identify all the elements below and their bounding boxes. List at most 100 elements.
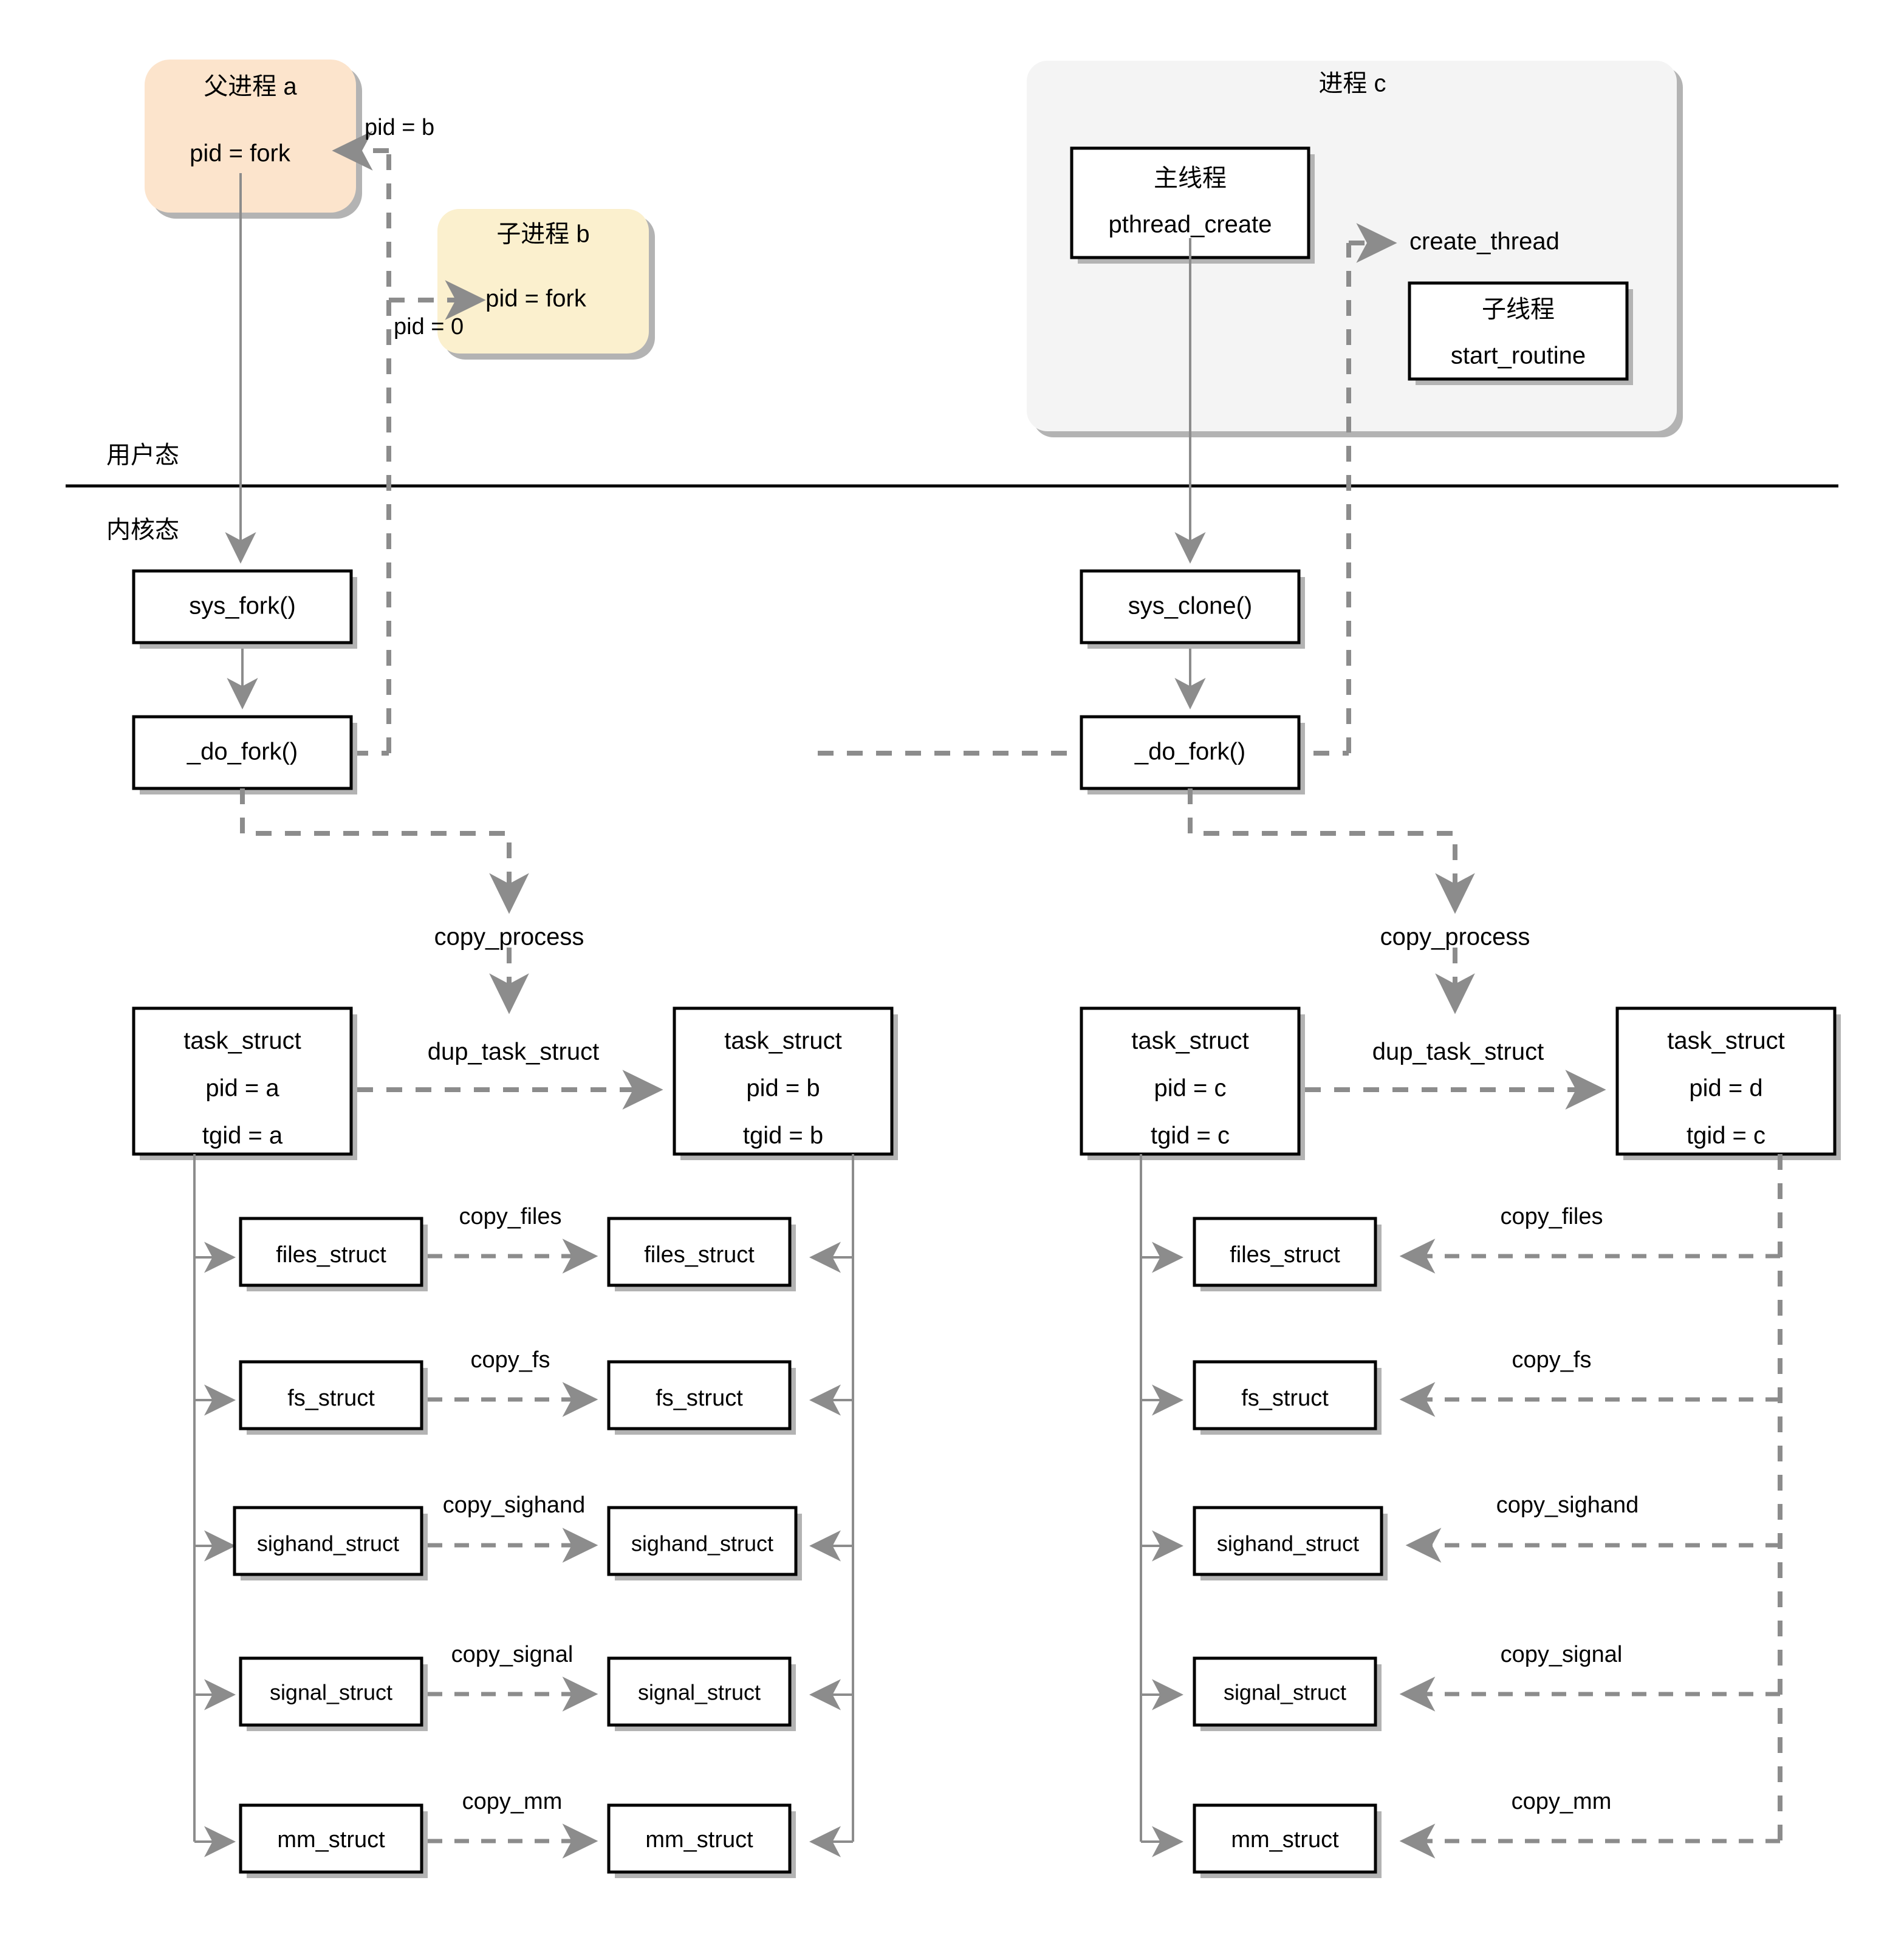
copy-signal-label-right: copy_signal <box>1501 1642 1623 1667</box>
task-struct-b-name: task_struct <box>724 1028 841 1054</box>
copy-process-path-left <box>240 788 529 1014</box>
task-struct-a-name: task_struct <box>183 1028 301 1054</box>
right-signal-struct-label: signal_struct <box>1224 1680 1346 1705</box>
left-files-struct-box-a[interactable] <box>239 1217 428 1291</box>
sys-fork-box-label: sys_fork() <box>189 593 296 620</box>
right-fs-struct-box[interactable] <box>1193 1360 1382 1435</box>
main-thread-title: 主线程 <box>1154 165 1227 192</box>
left-fs-struct-box-b[interactable] <box>607 1360 796 1435</box>
task-struct-c-box[interactable] <box>1080 1006 1305 1160</box>
copy-fs-label-left: copy_fs <box>471 1347 550 1373</box>
task-struct-a-spine <box>193 1154 236 1857</box>
right-mm-struct-box[interactable] <box>1193 1803 1382 1878</box>
user-mode-label: 用户态 <box>106 442 179 469</box>
left-files-struct-b-label: files_struct <box>644 1242 755 1268</box>
task-struct-d-name: task_struct <box>1667 1028 1784 1054</box>
copy-process-label-left: copy_process <box>434 924 584 951</box>
struct-row-right-0: files_struct copy_files <box>1193 1204 1780 1291</box>
left-sighand-struct-box-a[interactable] <box>233 1506 428 1580</box>
left-fs-struct-b-label: fs_struct <box>656 1386 743 1411</box>
right-files-struct-label: files_struct <box>1230 1242 1340 1268</box>
copy-mm-label-left: copy_mm <box>462 1789 563 1814</box>
task-struct-c-tgid: tgid = c <box>1151 1122 1230 1149</box>
left-files-struct-box-b[interactable] <box>607 1217 796 1291</box>
copy-mm-label-right: copy_mm <box>1512 1789 1612 1814</box>
struct-row-right-1: fs_struct copy_fs <box>1193 1347 1780 1435</box>
child-process-b-title: 子进程 b <box>496 221 589 248</box>
process-c-title: 进程 c <box>1318 70 1386 97</box>
left-files-struct-a-label: files_struct <box>276 1242 386 1268</box>
copy-fs-label-right: copy_fs <box>1512 1347 1592 1373</box>
copy-files-label-right: copy_files <box>1501 1204 1603 1229</box>
sys-clone-box-label: sys_clone() <box>1128 593 1253 620</box>
task-struct-b-tgid: tgid = b <box>743 1122 823 1149</box>
do-fork-box-right[interactable] <box>1080 715 1305 794</box>
left-signal-struct-b-label: signal_struct <box>638 1680 761 1705</box>
right-files-struct-box[interactable] <box>1193 1217 1382 1291</box>
task-struct-a-pid: pid = a <box>205 1075 279 1102</box>
copy-process-path-right <box>1188 788 1475 1014</box>
struct-row-left-2: sighand_struct sighand_struct copy_sigha… <box>233 1492 802 1580</box>
child-thread-body: start_routine <box>1451 343 1586 369</box>
parent-process-a-body: pid = fork <box>190 140 291 167</box>
child-thread-box[interactable] <box>1408 281 1633 385</box>
child-return-pid-label: pid = 0 <box>394 314 464 340</box>
left-sighand-struct-b-label: sighand_struct <box>631 1531 773 1556</box>
task-struct-c-name: task_struct <box>1131 1028 1248 1054</box>
left-mm-struct-box-b[interactable] <box>607 1803 796 1878</box>
task-struct-b-pid: pid = b <box>746 1075 820 1102</box>
parent-process-a-card[interactable] <box>145 60 362 219</box>
right-mm-struct-label: mm_struct <box>1231 1827 1339 1853</box>
task-struct-d-box[interactable] <box>1615 1006 1841 1160</box>
child-thread-title: 子线程 <box>1482 296 1555 323</box>
left-signal-struct-a-label: signal_struct <box>270 1680 392 1705</box>
right-sighand-struct-box[interactable] <box>1193 1506 1388 1580</box>
right-signal-struct-box[interactable] <box>1193 1656 1382 1731</box>
child-process-b-card[interactable] <box>437 209 655 360</box>
kernel-mode-label: 内核态 <box>106 517 179 544</box>
left-sighand-struct-a-label: sighand_struct <box>257 1531 399 1556</box>
task-struct-c-pid: pid = c <box>1154 1075 1227 1102</box>
task-struct-b-box[interactable] <box>673 1006 898 1160</box>
main-thread-body: pthread_create <box>1108 211 1272 238</box>
struct-row-left-0: files_struct files_struct copy_files <box>239 1204 796 1291</box>
struct-row-left-4: mm_struct mm_struct copy_mm <box>239 1789 796 1878</box>
left-mm-struct-box-a[interactable] <box>239 1803 428 1878</box>
child-process-b-body: pid = fork <box>485 285 587 312</box>
right-fs-struct-label: fs_struct <box>1241 1386 1329 1411</box>
struct-row-right-2: sighand_struct copy_sighand <box>1193 1492 1780 1580</box>
do-fork-box-left[interactable] <box>132 715 357 794</box>
struct-row-left-1: fs_struct fs_struct copy_fs <box>239 1347 796 1435</box>
copy-files-label-left: copy_files <box>459 1204 562 1229</box>
fork-return-paths <box>332 131 486 756</box>
left-signal-struct-box-b[interactable] <box>607 1656 796 1731</box>
left-mm-struct-a-label: mm_struct <box>277 1827 385 1853</box>
left-signal-struct-box-a[interactable] <box>239 1656 428 1731</box>
task-struct-a-box[interactable] <box>132 1006 357 1160</box>
task-struct-c-spine <box>1140 1154 1183 1857</box>
sys-fork-box[interactable] <box>132 569 357 649</box>
task-struct-b-spine <box>809 1154 854 1857</box>
task-struct-d-tgid: tgid = c <box>1687 1122 1765 1149</box>
copy-sighand-label-right: copy_sighand <box>1496 1492 1639 1518</box>
parent-return-pid-label: pid = b <box>365 115 434 140</box>
left-sighand-struct-box-b[interactable] <box>607 1506 802 1580</box>
left-fs-struct-a-label: fs_struct <box>287 1386 375 1411</box>
dup-task-struct-label-right: dup_task_struct <box>1372 1039 1544 1065</box>
right-sighand-struct-label: sighand_struct <box>1217 1531 1359 1556</box>
do-fork-box-left-label: _do_fork() <box>187 739 298 765</box>
copy-signal-label-left: copy_signal <box>451 1642 574 1667</box>
create-thread-label: create_thread <box>1409 228 1560 255</box>
struct-row-left-3: signal_struct signal_struct copy_signal <box>239 1642 796 1731</box>
struct-row-right-4: mm_struct copy_mm <box>1193 1789 1780 1878</box>
left-fs-struct-box-a[interactable] <box>239 1360 428 1435</box>
sys-clone-box[interactable] <box>1080 569 1305 649</box>
dup-task-struct-label-left: dup_task_struct <box>428 1039 599 1065</box>
copy-process-label-right: copy_process <box>1380 924 1530 951</box>
parent-process-a-title: 父进程 a <box>204 73 297 100</box>
task-struct-a-tgid: tgid = a <box>202 1122 283 1149</box>
left-mm-struct-b-label: mm_struct <box>645 1827 753 1853</box>
struct-row-right-3: signal_struct copy_signal <box>1193 1642 1780 1731</box>
do-fork-box-right-label: _do_fork() <box>1134 739 1245 765</box>
